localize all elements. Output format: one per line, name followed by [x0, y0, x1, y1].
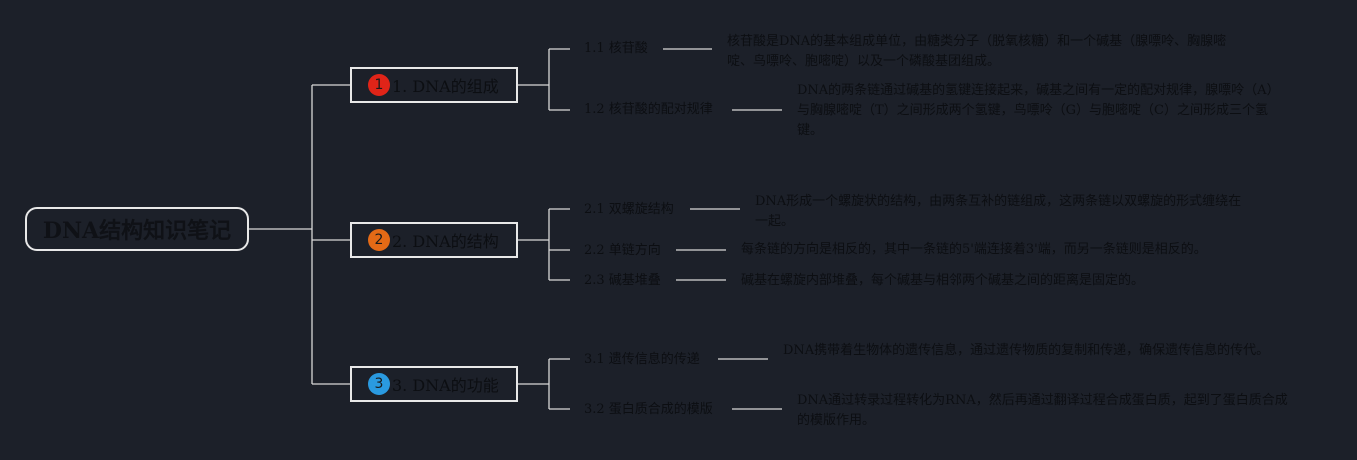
subtopic-2-1[interactable]: 2.1 双螺旋结构	[584, 202, 674, 217]
description-2-2: 每条链的方向是相反的，其中一条链的5'端连接着3'端，而另一条链则是相反的。	[741, 242, 1207, 257]
branch-node-label: 1. DNA的组成	[392, 77, 499, 96]
subtopic-1-2[interactable]: 1.2 核苷酸的配对规律	[584, 102, 713, 117]
branch-node-composition[interactable]: 1 1. DNA的组成	[350, 67, 518, 103]
root-connector	[249, 84, 350, 385]
branch-node-function[interactable]: 3 3. DNA的功能	[350, 366, 518, 402]
subtopic-2-3[interactable]: 2.3 碱基堆叠	[584, 273, 661, 288]
description-1-2: DNA的两条链通过碱基的氢键连接起来，碱基之间有一定的配对规律，腺嘌呤（A）与胸…	[797, 83, 1280, 138]
branch-2-connector	[518, 208, 570, 281]
branch-1-connector	[518, 48, 570, 111]
branch-node-structure[interactable]: 2 2. DNA的结构	[350, 222, 518, 258]
root-node-label: DNA结构知识笔记	[42, 218, 232, 244]
description-3-2: DNA通过转录过程转化为RNA，然后再通过翻译过程合成蛋白质，起到了蛋白质合成的…	[797, 393, 1288, 428]
branch-3-leaf-connectors	[718, 358, 782, 410]
number-badge-icon: 2	[368, 229, 390, 251]
description-2-3: 碱基在螺旋内部堆叠，每个碱基与相邻两个碱基之间的距离是固定的。	[741, 273, 1145, 288]
root-node[interactable]: DNA结构知识笔记	[25, 207, 249, 251]
number-badge-icon: 1	[368, 74, 390, 96]
description-2-1: DNA形成一个螺旋状的结构，由两条互补的链组成，这两条链以双螺旋的形式缠绕在一起…	[755, 194, 1242, 229]
number-badge-icon: 3	[368, 373, 390, 395]
branch-3-connector	[518, 358, 570, 410]
subtopic-3-1[interactable]: 3.1 遗传信息的传递	[584, 352, 700, 367]
branch-2-leaf-connectors	[676, 208, 740, 281]
description-3-1: DNA携带着生物体的遗传信息，通过遗传物质的复制和传递，确保遗传信息的传代。	[783, 343, 1270, 358]
description-1-1: 核苷酸是DNA的基本组成单位，由糖类分子（脱氧核糖）和一个碱基（腺嘌呤、胸腺嘧啶…	[727, 34, 1227, 69]
subtopic-1-1[interactable]: 1.1 核苷酸	[584, 41, 648, 56]
branch-1-leaf-connectors	[663, 48, 782, 111]
subtopic-2-2[interactable]: 2.2 单链方向	[584, 243, 661, 258]
branch-node-label: 3. DNA的功能	[392, 376, 499, 395]
branch-node-label: 2. DNA的结构	[392, 232, 499, 251]
subtopic-3-2[interactable]: 3.2 蛋白质合成的模版	[584, 402, 713, 417]
